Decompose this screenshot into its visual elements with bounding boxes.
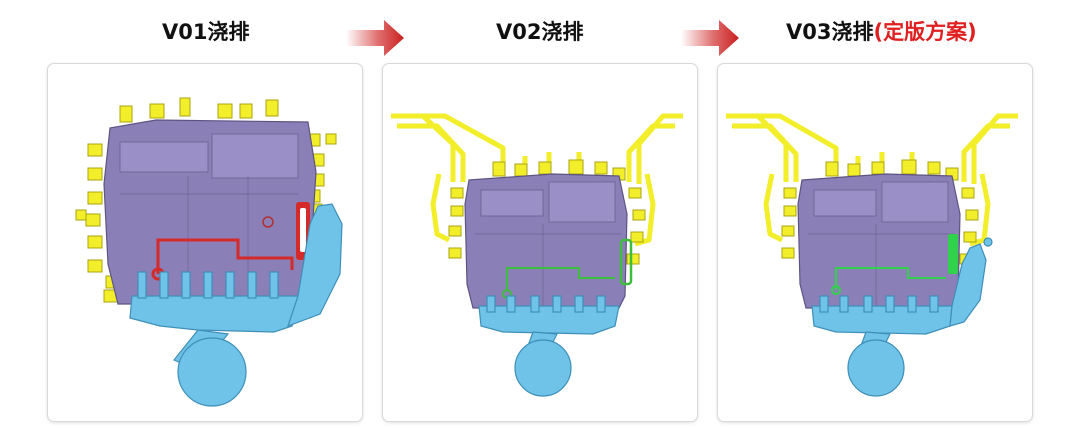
panel-v02 — [382, 63, 698, 422]
casting-v01-image — [75, 97, 343, 407]
v02-slot-marker — [619, 238, 633, 286]
title-v02-text: V02浇排 — [496, 20, 584, 44]
title-v01: V01浇排 — [162, 16, 249, 46]
title-v03: V03浇排(定版方案) — [786, 16, 977, 46]
runner-system — [811, 237, 993, 397]
overflow-channels — [391, 113, 683, 247]
panel-v03 — [717, 63, 1033, 422]
arrow-v02-to-v03 — [681, 20, 739, 56]
arrow-v01-to-v02 — [346, 20, 404, 56]
runner-system — [478, 295, 620, 397]
casting-housing — [464, 173, 628, 309]
title-v03-text: V03浇排 — [786, 20, 874, 44]
casting-housing — [797, 173, 961, 309]
title-v03-highlight: (定版方案) — [873, 20, 977, 44]
casting-v02-image — [391, 113, 683, 397]
casting-v03-image — [726, 113, 1018, 397]
panel-v01 — [47, 63, 363, 422]
runner-system — [129, 203, 343, 407]
v03-channel-marker — [831, 267, 946, 295]
title-v01-text: V01浇排 — [162, 20, 250, 44]
v03-slot-marker — [948, 234, 958, 274]
title-v02: V02浇排 — [496, 16, 583, 46]
